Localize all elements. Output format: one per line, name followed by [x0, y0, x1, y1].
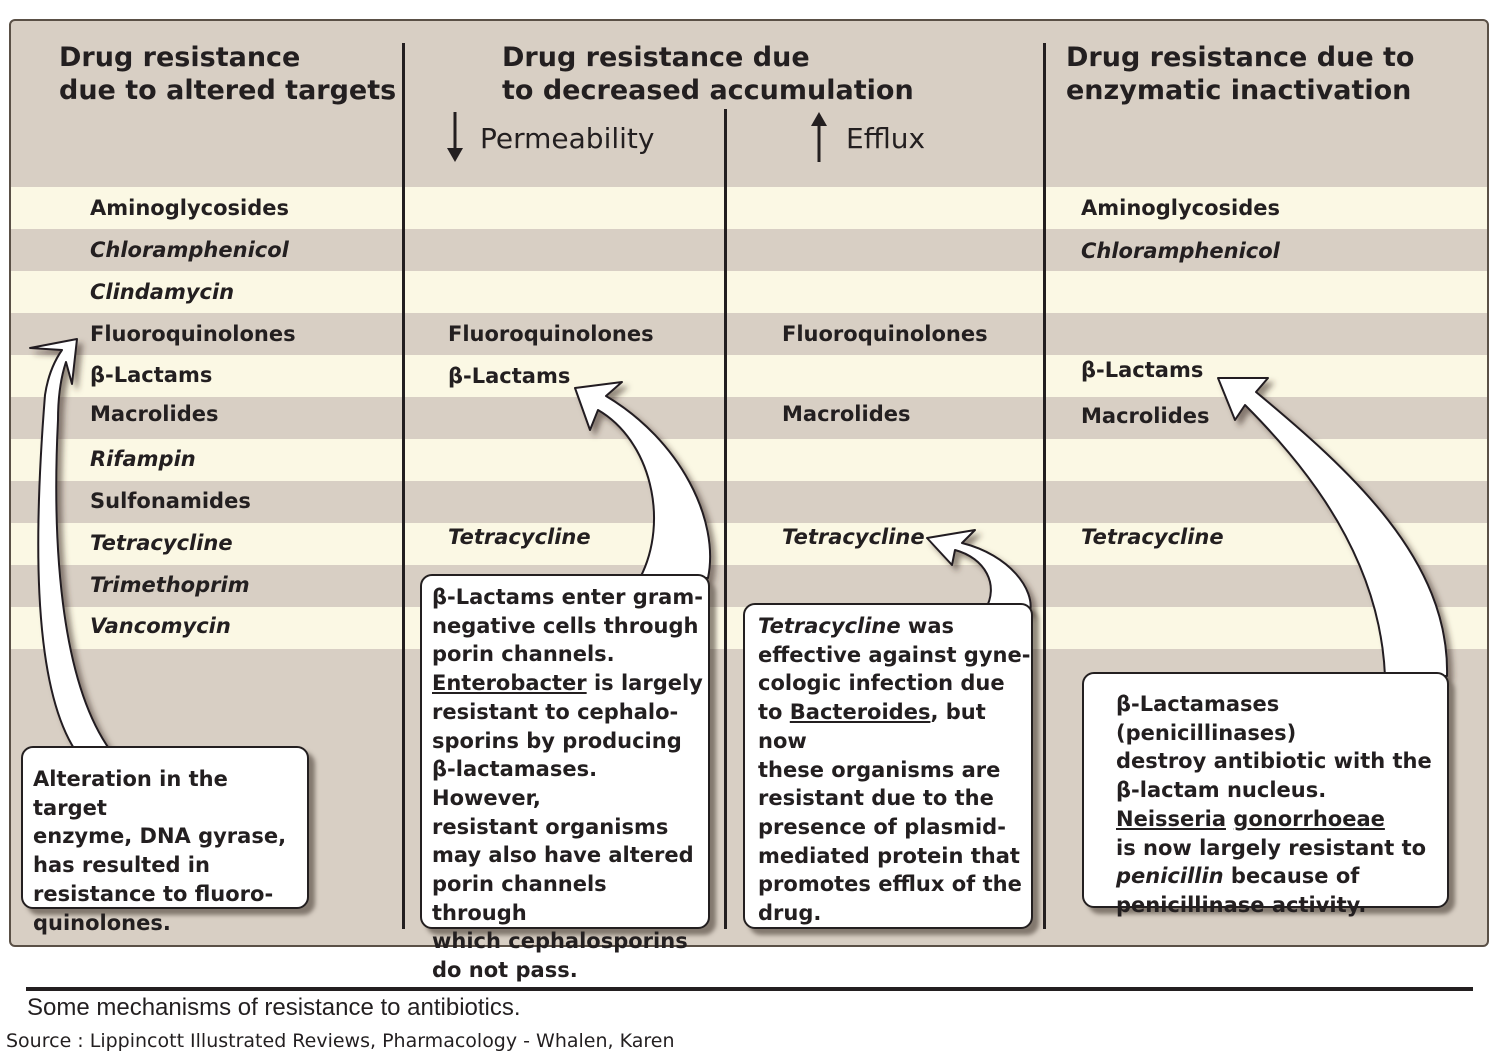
down-arrow-icon	[447, 112, 463, 162]
enz-drug-tetracycline: Tetracycline	[1081, 525, 1224, 549]
arrow-efflux	[926, 529, 1032, 613]
enz-drug-aminoglycosides: Aminoglycosides	[1081, 196, 1280, 220]
gonorrhoeae-text: gonorrhoeae	[1233, 806, 1385, 831]
bacteroides-text: Bacteroides	[789, 700, 931, 725]
header-altered-targets: Drug resistance due to altered targets	[59, 42, 397, 106]
subcolumn-divider	[724, 109, 727, 929]
header-decreased-accumulation: Drug resistance due to decreased accumul…	[502, 42, 914, 106]
row-stripe	[11, 439, 1487, 481]
drug-tetracycline: Tetracycline	[90, 531, 233, 555]
drug-sulfonamides: Sulfonamides	[90, 489, 251, 513]
arrow-targets	[29, 338, 111, 751]
callout-efflux: Tetracycline was effective against gyne-…	[743, 603, 1033, 929]
drug-fluoroquinolones: Fluoroquinolones	[90, 322, 296, 346]
drug-clindamycin: Clindamycin	[90, 280, 235, 304]
column-divider	[402, 43, 405, 929]
efflux-drug-tetracycline: Tetracycline	[782, 525, 925, 549]
enterobacter-text: Enterobacter	[432, 671, 587, 696]
row-stripe	[11, 187, 1487, 229]
drug-rifampin: Rifampin	[90, 447, 196, 471]
drug-vancomycin: Vancomycin	[90, 614, 231, 638]
enz-drug-macrolides: Macrolides	[1081, 404, 1210, 428]
arrow-permeability	[574, 381, 712, 579]
callout-altered-targets: Alteration in the target enzyme, DNA gyr…	[21, 746, 309, 935]
caption-rule	[26, 987, 1473, 991]
up-arrow-icon	[811, 112, 827, 162]
drug-aminoglycosides: Aminoglycosides	[90, 196, 289, 220]
permeability-label: Permeability	[480, 122, 655, 155]
perm-drug-fluoroquinolones: Fluoroquinolones	[448, 322, 654, 346]
header-enzymatic-inactivation: Drug resistance due to enzymatic inactiv…	[1066, 42, 1415, 106]
efflux-drug-macrolides: Macrolides	[782, 402, 911, 426]
row-stripe	[11, 523, 1487, 565]
efflux-label: Efflux	[846, 122, 926, 155]
column-divider	[1043, 43, 1046, 929]
callout-enzymatic: β-Lactamases (penicillinases) destroy an…	[1082, 672, 1449, 917]
drug-trimethoprim: Trimethoprim	[90, 573, 250, 597]
drug-macrolides: Macrolides	[90, 402, 219, 426]
figure-caption: Some mechanisms of resistance to antibio…	[27, 994, 521, 1021]
row-stripe	[11, 271, 1487, 313]
callout-permeability: β-Lactams enter gram- negative cells thr…	[420, 574, 710, 982]
enz-drug-chloramphenicol: Chloramphenicol	[1081, 239, 1280, 263]
drug-chloramphenicol: Chloramphenicol	[90, 238, 289, 262]
drug-beta-lactams: β-Lactams	[90, 363, 213, 387]
efflux-drug-fluoroquinolones: Fluoroquinolones	[782, 322, 988, 346]
neisseria-text: Neisseria	[1116, 806, 1226, 831]
enz-drug-beta-lactams: β-Lactams	[1081, 358, 1204, 382]
perm-drug-beta-lactams: β-Lactams	[448, 364, 571, 388]
perm-drug-tetracycline: Tetracycline	[448, 525, 591, 549]
arrow-enzymatic	[1217, 377, 1449, 677]
source-credit: Source : Lippincott Illustrated Reviews,…	[6, 1030, 675, 1052]
